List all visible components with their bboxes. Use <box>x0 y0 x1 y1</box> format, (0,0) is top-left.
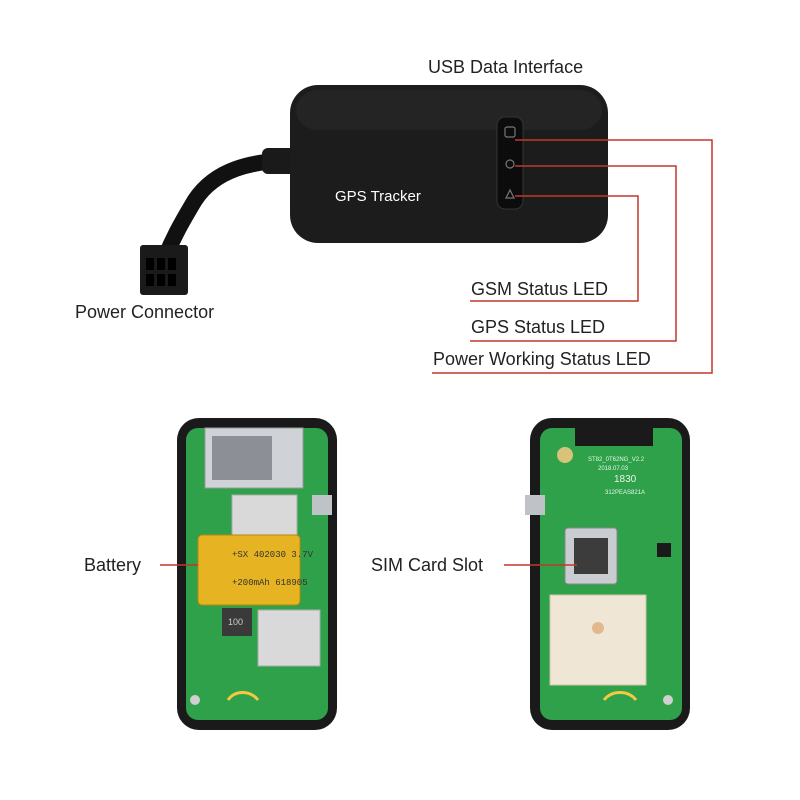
sim-slot-label: SIM Card Slot <box>371 555 484 575</box>
left-inductor <box>222 608 252 636</box>
left-shield-chip <box>212 436 272 480</box>
sim-contacts <box>574 538 608 574</box>
right-wires <box>602 691 638 702</box>
right-top-bracket <box>575 428 653 446</box>
power-led-label: Power Working Status LED <box>433 349 651 369</box>
gps-led-icon <box>505 159 515 169</box>
signal-led-icon <box>505 188 515 199</box>
power-cable <box>157 152 308 266</box>
left-rf-can <box>231 494 298 536</box>
battery-pack <box>197 534 301 606</box>
gps-antenna-patch <box>549 594 647 686</box>
battery-label: Battery <box>84 555 142 575</box>
right-mount-hole <box>663 695 673 705</box>
power-connector-label: Power Connector <box>75 302 215 322</box>
board-date-print: 2018.07.03 <box>598 466 629 472</box>
usb-interface-label: USB Data Interface <box>428 57 584 77</box>
right-test-pad <box>557 447 573 463</box>
power-connector <box>140 245 188 295</box>
usb-port-icon <box>504 126 516 138</box>
case-label: GPS Tracker <box>335 188 421 205</box>
battery-print-1: +SX 402030 3.7V <box>232 550 314 560</box>
inductor-print: 100 <box>228 617 243 627</box>
chip-code-print: 1830 <box>614 474 637 485</box>
leader-lines-top <box>432 139 713 374</box>
gps-antenna-feed <box>592 622 604 634</box>
left-mount-hole <box>190 695 200 705</box>
left-usb-port <box>312 495 332 515</box>
gsm-led-label: GSM Status LED <box>471 279 609 299</box>
board-id-print: ST82_0T62NG_V2.2 <box>588 457 645 463</box>
right-usb-port <box>525 495 545 515</box>
right-switch <box>657 543 671 557</box>
case-highlight <box>296 90 602 130</box>
battery-print-2: +200mAh 618905 <box>232 578 308 588</box>
led-window <box>496 116 524 210</box>
left-wires <box>226 691 260 702</box>
module-code-print: 312PEAS821A <box>605 490 645 496</box>
left-module-can <box>257 609 321 667</box>
gps-led-label: GPS Status LED <box>471 317 606 337</box>
